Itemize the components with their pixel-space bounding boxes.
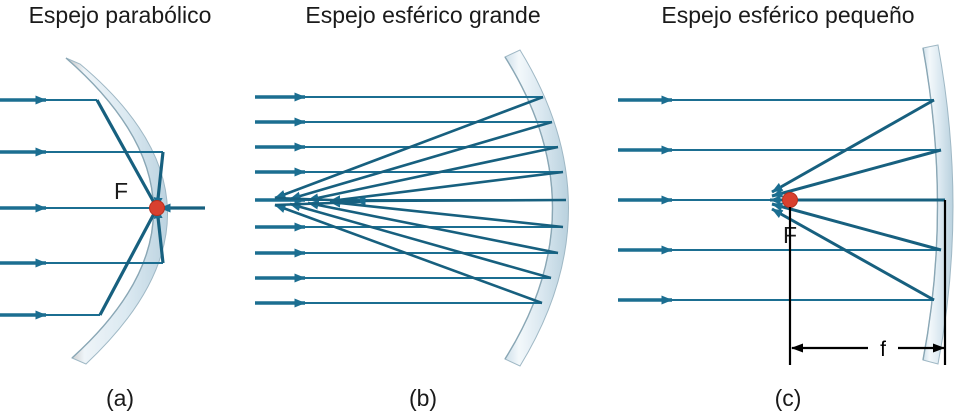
- reflected-a-5: [98, 207, 159, 316]
- focal-point-c: [782, 192, 798, 208]
- panel-b-title: Espejo esférico grande: [305, 2, 541, 28]
- reflected-b-6: [329, 198, 564, 229]
- reflected-b-3: [307, 145, 559, 203]
- panel-c-group: F f: [618, 44, 954, 365]
- caustic-b-upper: [274, 196, 361, 203]
- reflected-c-2: [771, 148, 942, 198]
- panel-a-title: Espejo parabólico: [28, 2, 212, 28]
- incoming-ray-shafts-b: [303, 96, 566, 304]
- caustic-b-lower: [274, 200, 361, 207]
- spherical-mirror-c-front-edge: [922, 47, 939, 361]
- reflected-rays-c: [769, 98, 945, 302]
- incoming-rays-b: [255, 92, 306, 308]
- focal-point-a: [149, 200, 165, 216]
- reflected-c-1: [771, 98, 935, 194]
- reflected-c-4: [771, 202, 942, 252]
- panel-a-caption: (a): [105, 385, 135, 411]
- reflected-b-4: [329, 170, 564, 205]
- reflected-b-7: [307, 200, 559, 255]
- reflected-c-5: [771, 207, 935, 302]
- reflected-b-9: [274, 203, 543, 305]
- reflected-b-8: [289, 202, 552, 280]
- panel-c-title: Espejo esférico pequeño: [661, 2, 915, 28]
- reflected-a-2: [153, 151, 165, 209]
- incoming-rays-c: [618, 95, 673, 305]
- reflected-rays-b: [274, 95, 567, 305]
- reflected-rays-a: [95, 99, 205, 316]
- reflected-b-2: [289, 120, 553, 201]
- panel-c-caption: (c): [774, 385, 802, 411]
- reflected-a-4: [153, 207, 165, 264]
- incoming-ray-shafts-a: [44, 99, 163, 316]
- focus-label-a: F: [114, 178, 128, 204]
- panel-b-group: [255, 49, 569, 367]
- focal-length-label: f: [880, 338, 886, 361]
- incoming-rays-a: [0, 95, 47, 320]
- caustic-region-b: [274, 196, 361, 207]
- reflected-b-1: [274, 95, 544, 200]
- panel-b-caption: (b): [408, 385, 438, 411]
- panel-a-group: F: [0, 57, 205, 365]
- reflected-a-1: [95, 99, 159, 209]
- reflected-b-5: [354, 196, 567, 206]
